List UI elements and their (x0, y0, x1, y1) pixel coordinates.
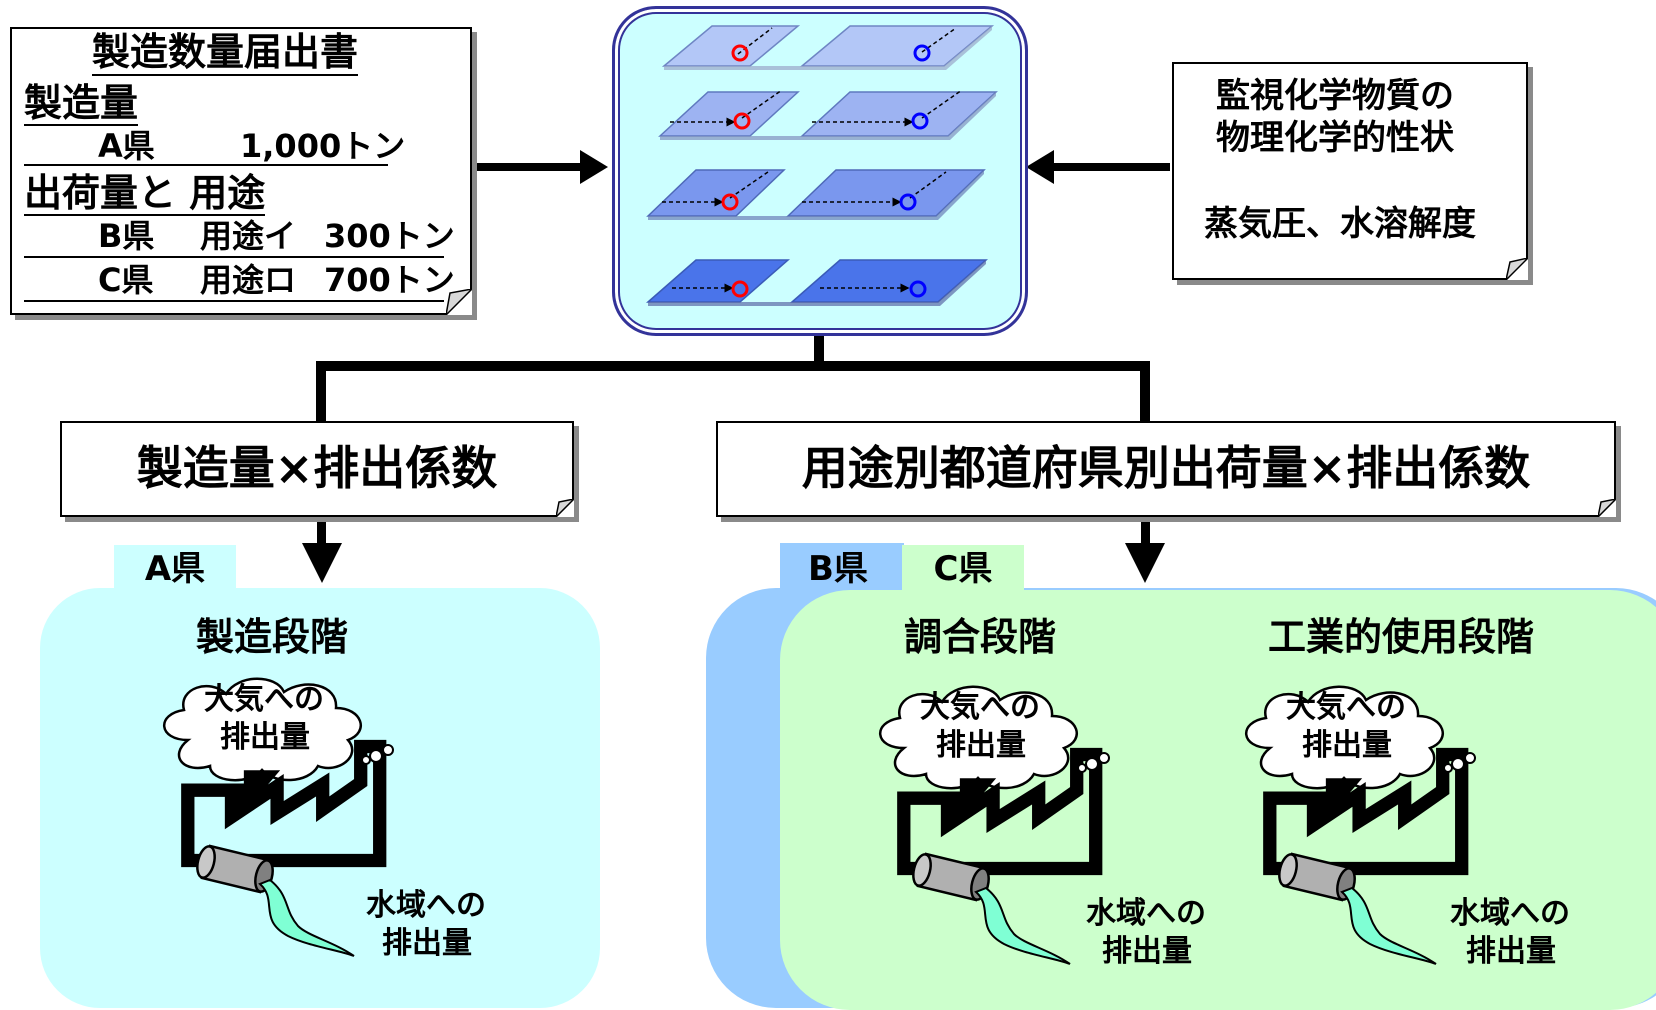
water-emission-label-line1: 水域への (366, 888, 486, 923)
row-a-pref: A県 (98, 127, 155, 165)
pref-tab-c-label: C県 (933, 549, 993, 589)
air-emission-label-line2: 排出量 (220, 720, 310, 755)
air-emission-label-line1: 大気への (1286, 690, 1406, 725)
water-emission-label-line1: 水域への (1086, 896, 1206, 931)
property-line-2: 物理化学的性状 (1216, 118, 1454, 158)
property-line-1: 監視化学物質の (1216, 76, 1454, 116)
shipment-section-label: 出荷量と 用途 (24, 171, 266, 216)
chemical-property-note (1172, 62, 1528, 280)
factory-a-illustration (163, 677, 394, 957)
air-emission-label-line1: 大気への (920, 690, 1040, 725)
air-emission-label-line2: 排出量 (936, 728, 1026, 763)
drainage-pipe-icon (196, 844, 355, 957)
pref-tab-a-label: A県 (144, 549, 206, 589)
row-b-pref: B県 (98, 217, 155, 255)
pref-tab-b (780, 543, 904, 595)
grid-layer-1 (661, 25, 995, 70)
air-emission-label-line1: 大気への (204, 682, 324, 717)
formula-right-text: 用途別都道府県別出荷量×排出係数 (801, 441, 1531, 495)
row-c-pref: C県 (98, 261, 154, 299)
row-c-use: 用途ロ (200, 261, 297, 299)
factory-industrial-use-illustration (1245, 685, 1476, 965)
folded-corner-icon (1598, 499, 1616, 517)
water-emission-label-line2: 排出量 (1102, 934, 1192, 969)
row-c-amount: 700トン (324, 261, 455, 299)
factory-formulation-illustration (879, 685, 1110, 965)
connector-lines (302, 150, 1170, 583)
drainage-pipe-icon (1278, 852, 1437, 965)
grid-layer-4 (646, 259, 988, 306)
grid-layer-2 (658, 89, 998, 140)
cloud-icon (879, 685, 1078, 790)
property-line-3: 蒸気圧、水溶解度 (1204, 204, 1476, 244)
cloud-icon (163, 677, 362, 782)
folded-corner-icon (446, 289, 472, 315)
factory-icon (181, 739, 394, 868)
formula-left-box (60, 421, 574, 517)
drainage-pipe-icon (912, 852, 1071, 965)
stage-manufacturing: 製造段階 (196, 615, 349, 659)
cloud-icon (1245, 685, 1444, 790)
water-emission-label-line2: 排出量 (382, 926, 472, 961)
water-emission-label-line1: 水域への (1450, 896, 1570, 931)
row-b-use: 用途イ (200, 217, 297, 255)
row-b-amount: 300トン (324, 217, 455, 255)
row-a-amount: 1,000トン (240, 127, 406, 165)
pref-tab-c (902, 545, 1024, 595)
folded-corner-icon (1506, 258, 1528, 280)
pref-tab-b-label: B県 (808, 549, 868, 589)
folded-corner-icon (556, 499, 574, 517)
production-section-label: 製造量 (24, 81, 139, 126)
factory-icon (1263, 747, 1476, 876)
row-b-underline (24, 216, 444, 258)
grid-layers-diagram (646, 25, 998, 306)
formula-left-text: 製造量×排出係数 (136, 441, 498, 495)
report-title: 製造数量届出書 (92, 30, 359, 76)
row-c-underline (24, 260, 444, 302)
formula-right-box (716, 421, 1616, 517)
stage-formulation: 調合段階 (904, 615, 1057, 659)
air-emission-label-line2: 排出量 (1302, 728, 1392, 763)
water-emission-label-line2: 排出量 (1466, 934, 1556, 969)
grid-layer-3 (646, 169, 986, 220)
factory-icon (897, 747, 1110, 876)
stage-industrial-use: 工業的使用段階 (1268, 615, 1535, 659)
row-a-underline (24, 126, 388, 166)
pref-tab-a (114, 545, 236, 593)
